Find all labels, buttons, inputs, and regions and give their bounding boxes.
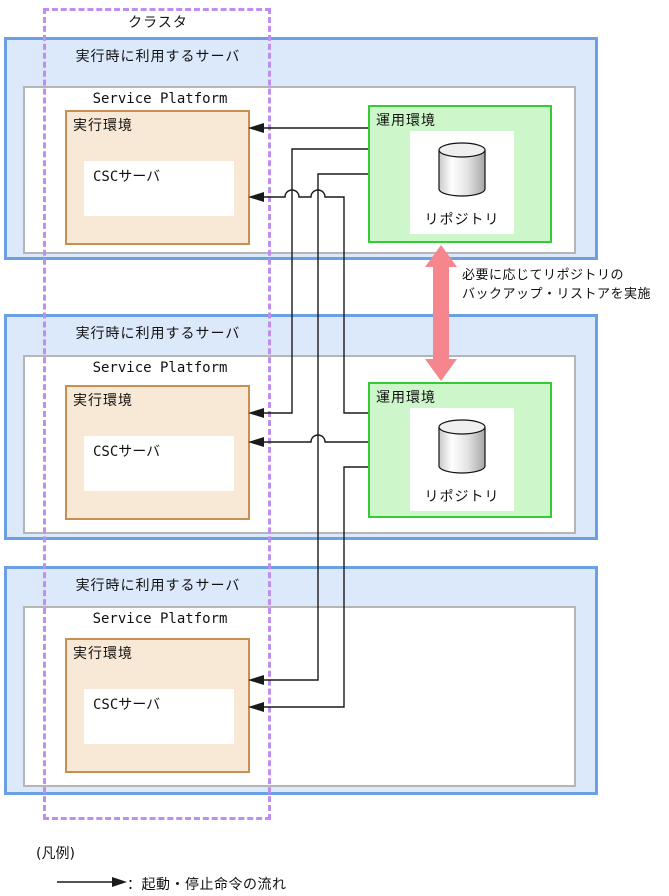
backup-note-line2: バックアップ・リストアを実施 xyxy=(462,287,652,302)
repository-label: リポジトリ xyxy=(424,489,500,505)
runtime-server-section-3: 実行時に利用するサーバ Service Platform 実行環境 CSCサーバ xyxy=(4,566,598,795)
csc-server-box: CSCサーバ xyxy=(84,689,234,744)
csc-server-label: CSCサーバ xyxy=(93,169,161,185)
csc-server-box: CSCサーバ xyxy=(84,161,234,216)
repository-box: リポジトリ xyxy=(410,408,514,511)
csc-server-label: CSCサーバ xyxy=(93,697,161,713)
operation-env-box-2: 運用環境 リポジトリ xyxy=(368,382,552,518)
runtime-server-title: 実行時に利用するサーバ xyxy=(75,326,241,342)
legend-flow-label: ：起動・停止命令の流れ xyxy=(127,877,287,893)
legend-flow-arrow-icon xyxy=(57,877,127,887)
runtime-server-title: 実行時に利用するサーバ xyxy=(75,49,241,65)
cluster-label: クラスタ xyxy=(128,15,188,31)
operation-env-label: 運用環境 xyxy=(376,390,436,406)
execution-env-box: 実行環境 CSCサーバ xyxy=(65,110,250,245)
legend-title: (凡例) xyxy=(36,846,75,862)
backup-note: 必要に応じてリポジトリの バックアップ・リストアを実施 xyxy=(462,266,651,304)
service-platform-label: Service Platform xyxy=(92,91,228,107)
execution-env-box: 実行環境 CSCサーバ xyxy=(65,385,250,520)
csc-server-label: CSCサーバ xyxy=(93,444,161,460)
service-platform-label: Service Platform xyxy=(92,611,228,627)
repository-box: リポジトリ xyxy=(410,131,514,234)
service-platform-label: Service Platform xyxy=(92,360,228,376)
execution-env-label: 実行環境 xyxy=(73,393,133,409)
repository-cylinder-icon xyxy=(438,142,486,197)
backup-note-line1: 必要に応じてリポジトリの xyxy=(462,268,625,283)
operation-env-label: 運用環境 xyxy=(376,113,436,129)
execution-env-label: 実行環境 xyxy=(73,118,133,134)
execution-env-label: 実行環境 xyxy=(73,646,133,662)
repository-cylinder-icon xyxy=(438,419,486,474)
operation-env-box-1: 運用環境 リポジトリ xyxy=(368,105,552,243)
execution-env-box: 実行環境 CSCサーバ xyxy=(65,638,250,773)
runtime-server-title: 実行時に利用するサーバ xyxy=(75,578,241,594)
csc-server-box: CSCサーバ xyxy=(84,436,234,491)
repository-label: リポジトリ xyxy=(424,212,500,228)
